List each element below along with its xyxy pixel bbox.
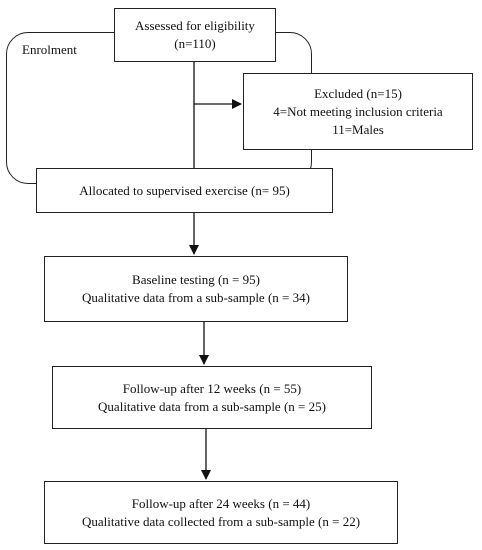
excluded-line-1: Excluded (n=15) [314, 85, 402, 101]
allocated-box: Allocated to supervised exercise (n= 95) [36, 168, 333, 213]
excluded-line-3: 11=Males [332, 121, 384, 137]
assessed-line-1: Assessed for eligibility [135, 18, 255, 33]
assessed-eligibility-box: Assessed for eligibility (n=110) [114, 8, 276, 62]
followup24-line-1: Follow-up after 24 weeks (n = 44) [131, 495, 311, 511]
followup-12-box: Follow-up after 12 weeks (n = 55) Qualit… [52, 366, 372, 429]
followup-24-box: Follow-up after 24 weeks (n = 44) Qualit… [44, 481, 398, 544]
baseline-line-1: Baseline testing (n = 95) [132, 272, 260, 287]
assessed-line-2: (n=110) [174, 36, 216, 51]
followup12-line-1: Follow-up after 12 weeks (n = 55) [122, 380, 302, 396]
allocated-line-1: Allocated to supervised exercise (n= 95) [79, 182, 290, 198]
excluded-box: Excluded (n=15) 4=Not meeting inclusion … [243, 73, 473, 150]
followup24-line-2: Qualitative data collected from a sub-sa… [81, 513, 361, 529]
baseline-box: Baseline testing (n = 95) Qualitative da… [44, 256, 348, 322]
enrolment-label: Enrolment [22, 42, 77, 57]
baseline-line-2: Qualitative data from a sub-sample (n = … [82, 290, 310, 305]
followup12-line-2: Qualitative data from a sub-sample (n = … [98, 398, 326, 414]
excluded-line-2: 4=Not meeting inclusion criteria [273, 103, 443, 119]
